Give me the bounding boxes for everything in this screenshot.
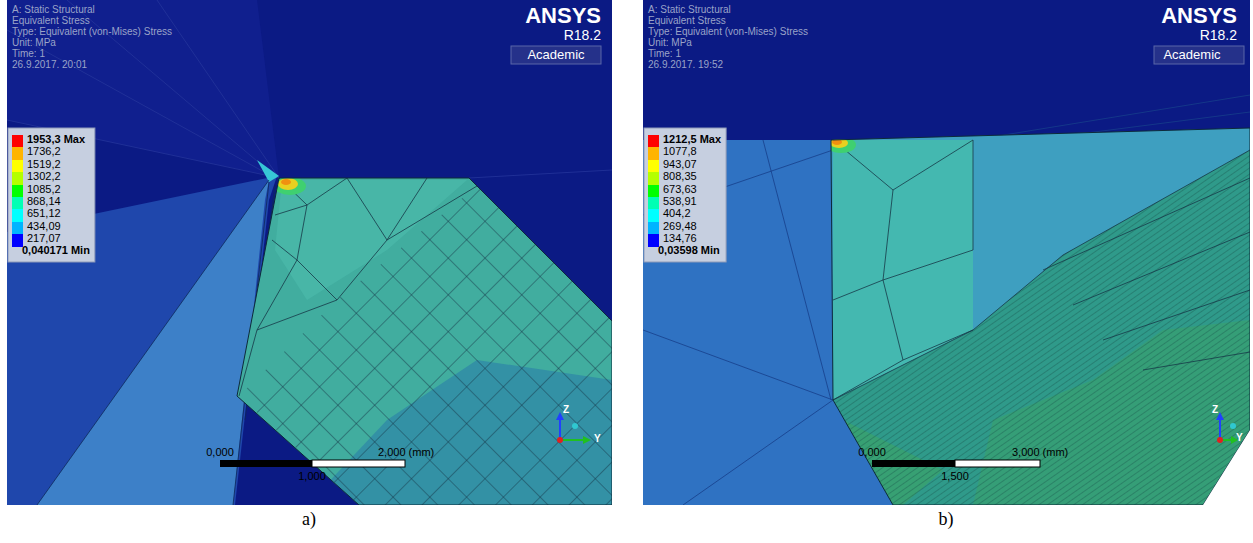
header-line: 26.9.2017. 20:01: [12, 59, 87, 70]
header-line: Equivalent Stress: [12, 15, 90, 26]
legend-value: 404,2: [663, 207, 691, 219]
legend-value: 538,91: [663, 195, 697, 207]
header-line: Equivalent Stress: [648, 15, 726, 26]
legend-swatch: [12, 147, 23, 159]
scale-label: 1,500: [941, 470, 969, 482]
legend-value: 673,63: [663, 183, 697, 195]
legend-swatch: [12, 209, 23, 221]
legend-swatch: [648, 160, 659, 172]
legend-value: 1519,2: [27, 158, 61, 170]
legend-swatch: [12, 172, 23, 184]
legend-value: 1085,2: [27, 183, 61, 195]
legend-min-label: 0,040171 Min: [22, 244, 90, 256]
header-line: A: Static Structural: [12, 4, 95, 15]
scale-label: 2,000 (mm): [378, 446, 434, 458]
legend-swatch: [12, 160, 23, 172]
legend-swatch: [648, 147, 659, 159]
header-line: Time: 1: [12, 48, 45, 59]
legend-swatch: [648, 209, 659, 221]
legend-swatch: [648, 135, 659, 147]
legend-swatch: [648, 234, 659, 246]
legend-value: 269,48: [663, 220, 697, 232]
panel-caption: b): [939, 510, 954, 530]
panel-b-plot: [643, 0, 1250, 505]
legend-value: 217,07: [27, 232, 61, 244]
header-line: 26.9.2017. 19:52: [648, 59, 723, 70]
legend-swatch: [12, 222, 23, 234]
legend-value: 1212,5 Max: [663, 133, 721, 145]
legend-swatch: [12, 197, 23, 209]
legend-value: 434,09: [27, 220, 61, 232]
license-label: Academic: [1163, 48, 1220, 62]
scale-label: 3,000 (mm): [1012, 446, 1068, 458]
legend-value: 651,12: [27, 207, 61, 219]
scale-label: 0,000: [858, 446, 886, 458]
axis-label: Y: [1236, 432, 1243, 443]
scale-label: 1,000: [298, 470, 326, 482]
axis-label: Z: [1212, 404, 1218, 415]
legend-value: 1302,2: [27, 170, 61, 182]
header-line: Type: Equivalent (von-Mises) Stress: [648, 26, 808, 37]
legend-value: 943,07: [663, 158, 697, 170]
legend-value: 808,35: [663, 170, 697, 182]
legend-swatch: [648, 222, 659, 234]
header-line: A: Static Structural: [648, 4, 731, 15]
legend-swatch: [648, 197, 659, 209]
legend-min-label: 0,03598 Min: [658, 244, 720, 256]
panel-a-plot: [7, 0, 612, 505]
axis-label: Y: [594, 433, 601, 444]
brand-name: ANSYS: [1161, 4, 1237, 28]
legend-swatch: [12, 185, 23, 197]
legend-value: 1736,2: [27, 145, 61, 157]
brand-name: ANSYS: [525, 4, 601, 28]
scale-label: 0,000: [206, 446, 234, 458]
license-label: Academic: [527, 48, 584, 62]
legend-swatch: [12, 135, 23, 147]
legend-value: 1077,8: [663, 145, 697, 157]
header-line: Unit: MPa: [648, 37, 692, 48]
version-label: R18.2: [564, 28, 601, 43]
header-line: Type: Equivalent (von-Mises) Stress: [12, 26, 172, 37]
legend-value: 1953,3 Max: [27, 133, 85, 145]
legend-value: 134,76: [663, 232, 697, 244]
version-label: R18.2: [1200, 28, 1237, 43]
panel-caption: a): [302, 510, 316, 530]
legend-swatch: [648, 185, 659, 197]
legend-swatch: [12, 234, 23, 246]
axis-label: Z: [563, 404, 569, 415]
header-line: Time: 1: [648, 48, 681, 59]
legend-value: 868,14: [27, 195, 61, 207]
header-line: Unit: MPa: [12, 37, 56, 48]
legend-swatch: [648, 172, 659, 184]
